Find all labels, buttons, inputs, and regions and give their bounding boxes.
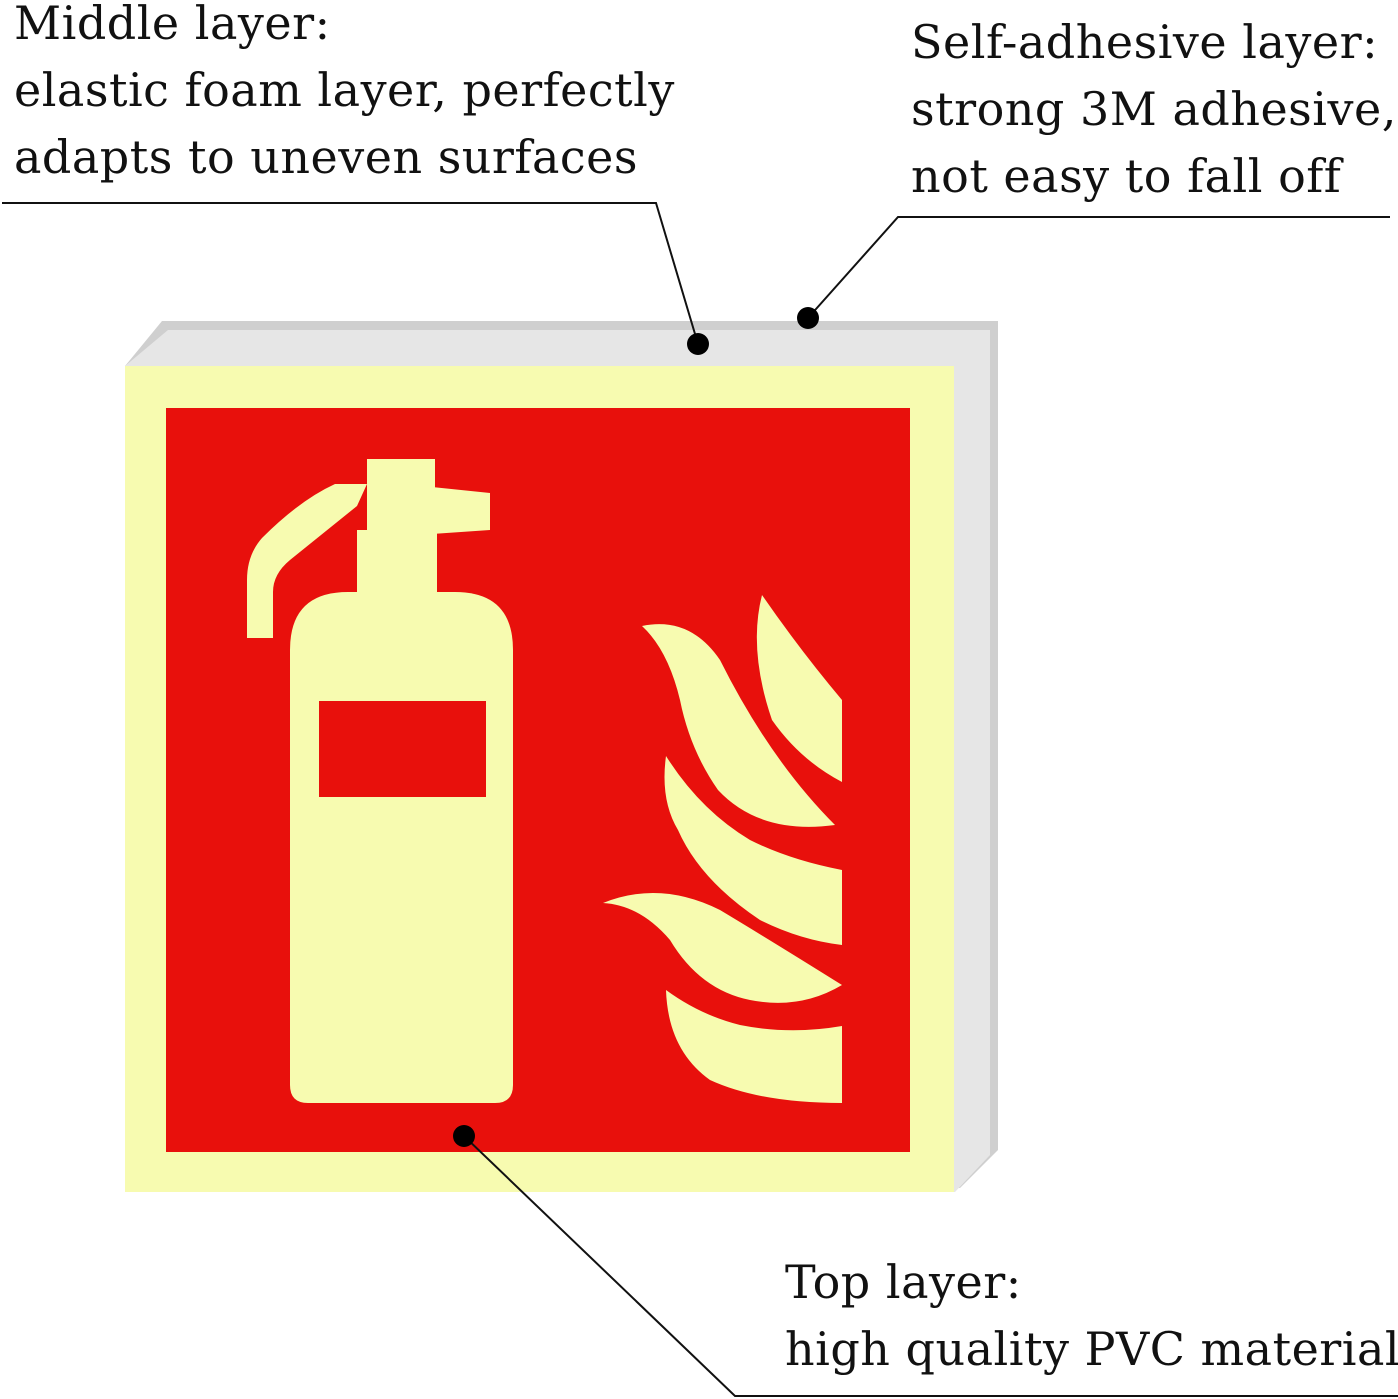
middle-layer-line1: elastic foam layer, perfectly bbox=[14, 63, 675, 117]
fire-extinguisher-icon bbox=[247, 459, 513, 1103]
middle-layer-callout: Middle layer: elastic foam layer, perfec… bbox=[14, 0, 675, 191]
adhesive-layer-line1: strong 3M adhesive, bbox=[911, 82, 1397, 136]
adhesive-layer-callout: Self-adhesive layer: strong 3M adhesive,… bbox=[911, 9, 1397, 210]
adhesive-layer-leader bbox=[807, 216, 1390, 319]
top-layer-dot bbox=[453, 1125, 475, 1147]
adhesive-layer-line2: not easy to fall off bbox=[911, 149, 1342, 203]
middle-layer-leader bbox=[2, 202, 699, 345]
adhesive-layer-heading: Self-adhesive layer: bbox=[911, 15, 1379, 69]
middle-layer-line2: adapts to uneven surfaces bbox=[14, 130, 638, 184]
adhesive-layer-dot bbox=[797, 307, 819, 329]
top-layer-leader bbox=[463, 1135, 1398, 1397]
flame-icon bbox=[603, 595, 842, 1103]
middle-layer-heading: Middle layer: bbox=[14, 0, 331, 50]
middle-layer-dot bbox=[687, 333, 709, 355]
top-layer-line1: high quality PVC material bbox=[785, 1322, 1398, 1376]
top-layer-callout: Top layer: high quality PVC material bbox=[785, 1249, 1398, 1383]
top-layer-heading: Top layer: bbox=[785, 1255, 1022, 1309]
